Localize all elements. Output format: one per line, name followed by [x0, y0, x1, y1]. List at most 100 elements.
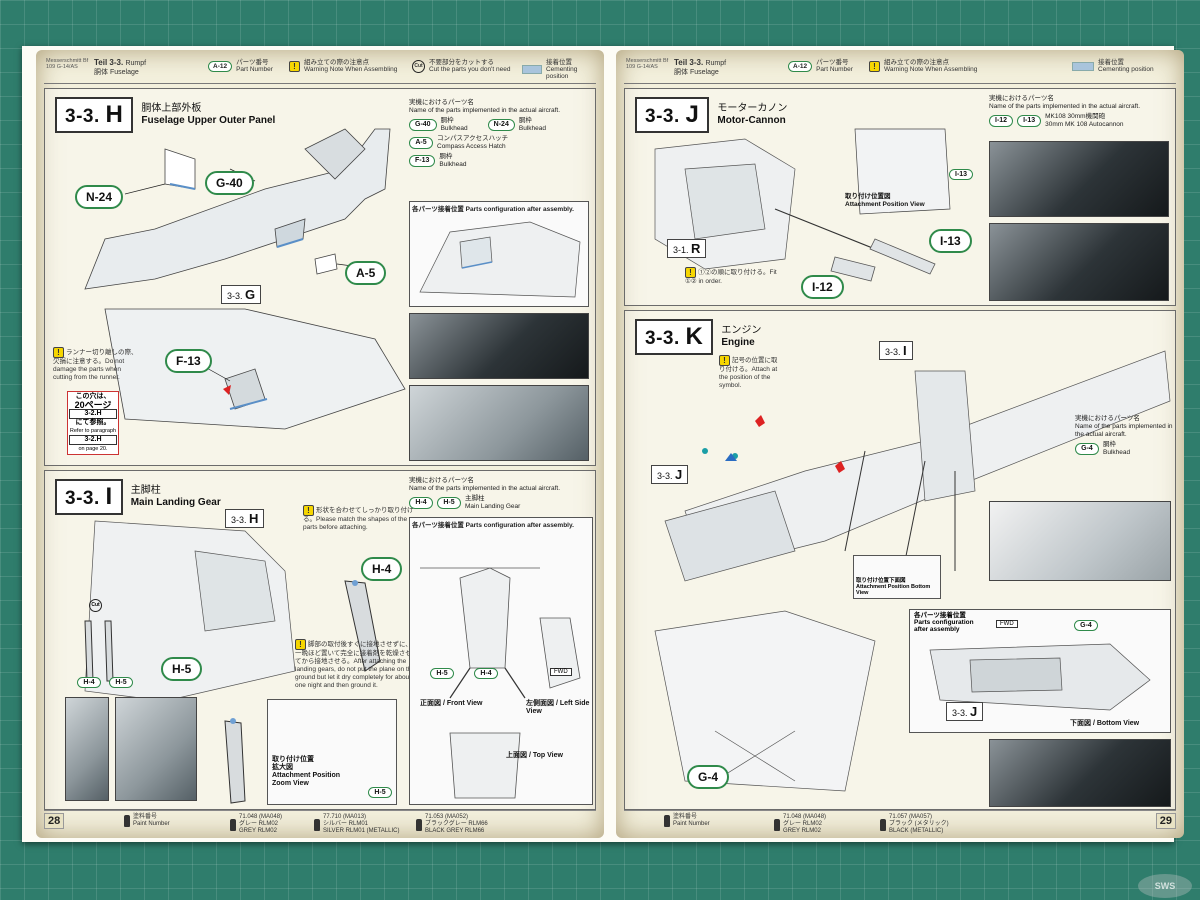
- callout-h-4: H-4: [361, 557, 403, 581]
- zoom-view-inset: 取り付け位置 拡大図 Attachment Position Zoom View…: [267, 699, 397, 805]
- warning-note-order: !①②の順に取り付ける。Fit ①② in order.: [685, 267, 777, 285]
- left-side-view-label: 左側面図 / Left Side View: [526, 700, 590, 715]
- ref-label-3-3-j: 3-3. J: [651, 465, 689, 484]
- top-view-label: 上面図 / Top View: [506, 752, 563, 759]
- config-inset: 各パーツ接着位置 Parts configuration after assem…: [409, 517, 593, 805]
- warning-note-symbol: !記号の位置に取り付ける。Attach at the position of t…: [719, 355, 778, 389]
- landing-gear-drawing: [84, 520, 381, 804]
- page-number: 29: [1155, 813, 1176, 829]
- ref-label-3-1-r: 3-1. R: [667, 239, 707, 258]
- warning-note-shapes: !形状を合わせてしっかり取り付ける。Please match the shape…: [303, 505, 414, 531]
- paint-bottle-icon: [314, 818, 320, 831]
- warning-icon: !: [719, 355, 730, 366]
- brand-logo: Messerschmitt Bf 109 G-14/AS: [626, 58, 669, 70]
- ref-label-3-3-g: 3-3. G: [221, 285, 262, 304]
- small-badge-i-13: I-13: [949, 169, 974, 180]
- warning-icon: !: [295, 639, 306, 650]
- front-view-label: 正面図 / Front View: [420, 700, 483, 707]
- config-inset: 各パーツ接着位置 Parts configuration after assem…: [409, 201, 589, 307]
- teil-title: Teil 3-3. Rumpf 胴体 Fuselage: [94, 58, 147, 76]
- fwd-arrow-icon: FWD: [550, 668, 572, 676]
- callout-i-12: I-12: [801, 275, 844, 299]
- cement-swatch-icon: [1072, 61, 1094, 71]
- reference-photo-cannon-1: [989, 141, 1169, 217]
- paint-bottle-icon: [230, 818, 236, 831]
- fuselage-drawing: [84, 128, 406, 430]
- warning-icon: !: [289, 60, 300, 72]
- fwd-arrow-icon: FWD: [996, 620, 1018, 628]
- warning-icon: !: [685, 267, 696, 278]
- paint-bottle-icon: [880, 818, 886, 831]
- reference-photo-engine-2: [989, 739, 1171, 807]
- parts-name-list: 実機におけるパーツ名 Name of the parts implemented…: [409, 99, 593, 171]
- parts-name-list: 実機におけるパーツ名 Name of the parts implemented…: [1075, 415, 1173, 457]
- small-badge-h-4: H-4: [77, 677, 101, 688]
- engine-drawing: [654, 350, 1171, 792]
- page-header: Messerschmitt Bf 109 G-14/AS Teil 3-3. R…: [44, 56, 596, 84]
- callout-i-13: I-13: [929, 229, 972, 253]
- callout-a-5: A-5: [345, 261, 387, 285]
- parts-name-list: 実機におけるパーツ名 Name of the parts implemented…: [409, 477, 593, 513]
- paint-bottle-icon: [664, 815, 670, 827]
- small-badge-h-5: H-5: [109, 677, 133, 688]
- reference-photo-gear-1: [65, 697, 109, 801]
- right-page: Messerschmitt Bf 109 G-14/AS Teil 3-3. R…: [616, 50, 1184, 838]
- ref-label-3-3-h: 3-3. H: [225, 509, 265, 528]
- warning-note-runner: !ランナー切り離しの際、欠損に注意する。Do not damage the pa…: [53, 347, 138, 381]
- teil-title: Teil 3-3. Rumpf 胴体 Fuselage: [674, 58, 727, 76]
- callout-f-13: F-13: [165, 349, 212, 373]
- warning-icon: !: [53, 347, 64, 358]
- callout-n-24: N-24: [75, 185, 124, 209]
- callout-g-4: G-4: [687, 765, 730, 789]
- cut-icon: Cut: [412, 59, 425, 73]
- cut-icon: Cut: [89, 599, 102, 612]
- paint-bottle-icon: [124, 815, 130, 827]
- instruction-booklet: Messerschmitt Bf 109 G-14/AS Teil 3-3. R…: [22, 46, 1184, 842]
- reference-box: この穴は、 20ページ 3-2.H にて参照。 Refer to paragra…: [67, 391, 119, 455]
- reference-photo-gear-2: [115, 697, 197, 801]
- ref-label-3-3-j-bottom: 3-3. J: [946, 702, 984, 721]
- bottom-view-label: 下面図 / Bottom View: [1070, 720, 1140, 727]
- ref-label-3-3-i: 3-3. I: [879, 341, 913, 360]
- page-number: 28: [44, 813, 65, 829]
- reference-photo-cannon-2: [989, 223, 1169, 301]
- watermark-logo: SWS: [1138, 874, 1192, 898]
- warning-icon: !: [869, 60, 880, 72]
- paint-bottle-icon: [774, 818, 780, 831]
- callout-g-40: G-40: [205, 171, 254, 195]
- reference-photo-2: [409, 385, 589, 461]
- callout-h-5: H-5: [161, 657, 203, 681]
- reference-photo-engine-1: [989, 501, 1171, 581]
- motor-cannon-drawing: [654, 128, 951, 282]
